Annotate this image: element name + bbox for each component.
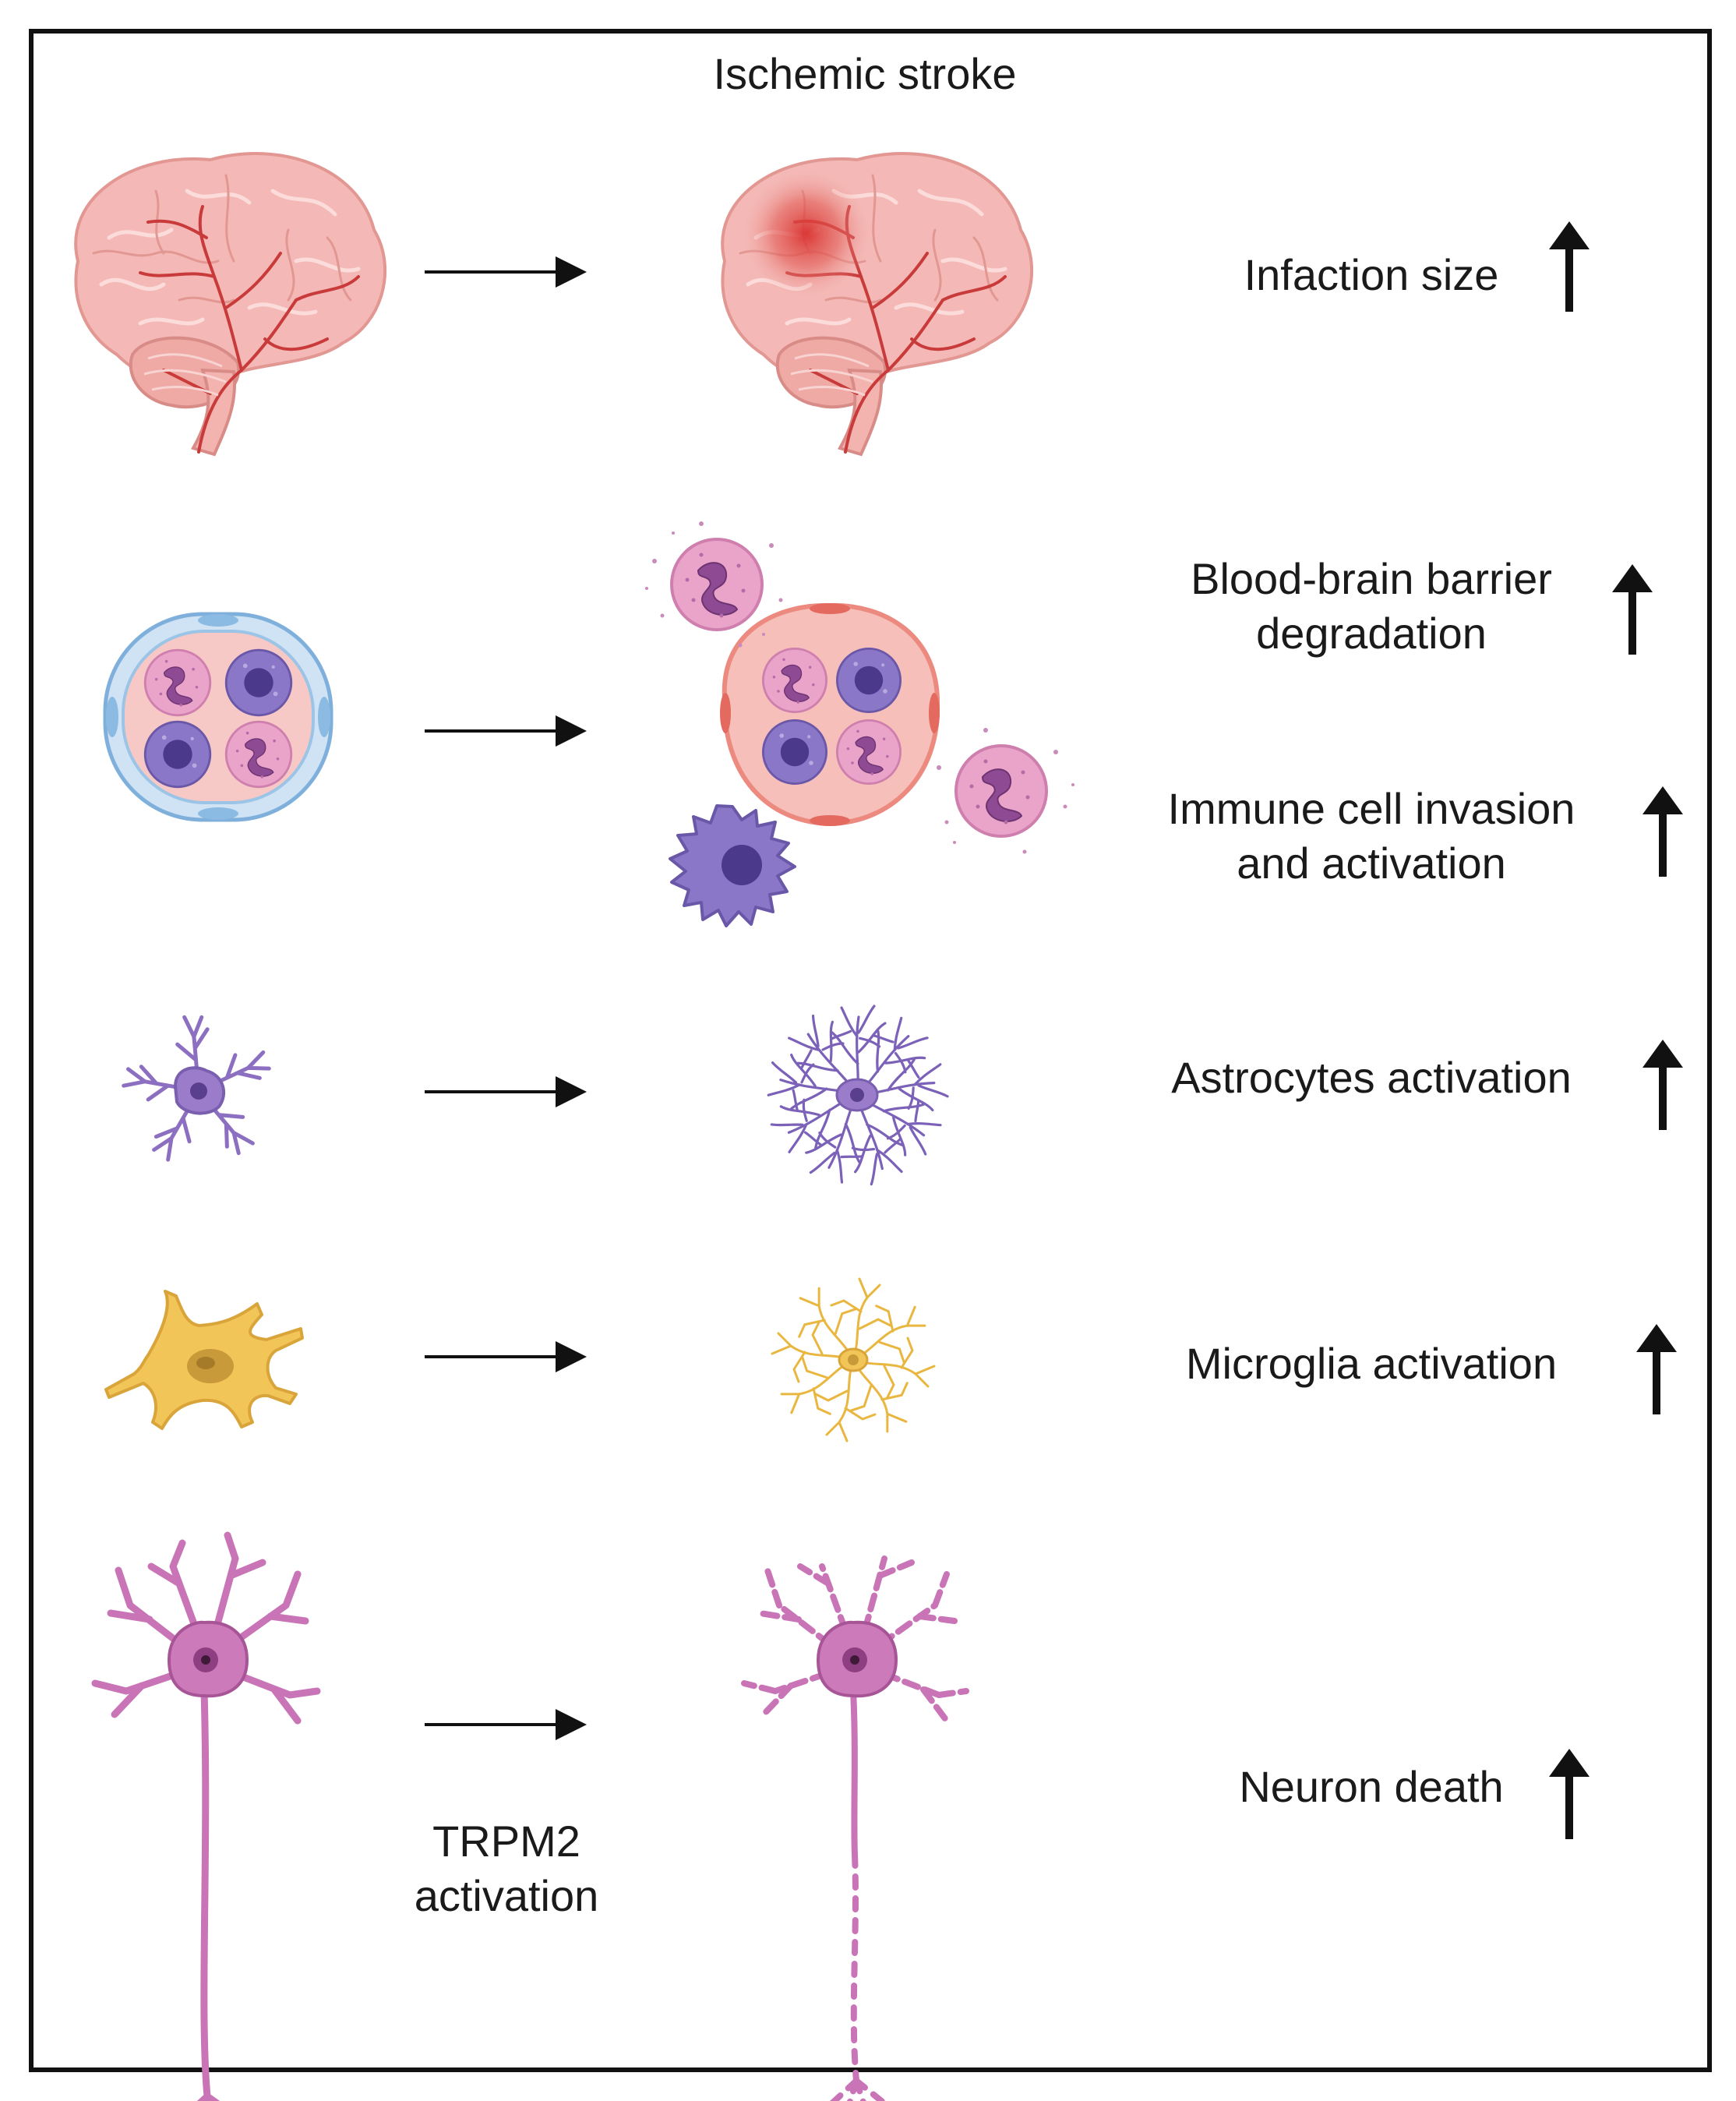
neutrophil-escaped-top-icon — [645, 521, 783, 648]
vessel-damaged-icon — [720, 602, 940, 827]
neuron-healthy-icon — [91, 1531, 321, 2101]
microglia-resting-icon — [104, 1290, 304, 1430]
up-arrow-icon — [1612, 564, 1653, 655]
neuron-dying-icon — [741, 1555, 969, 2101]
effect-label-bbb: Blood-brain barrier degradation — [1122, 552, 1621, 661]
neutrophil-escaped-right-icon — [937, 728, 1074, 854]
effect-label-bbb-line2: degradation — [1256, 609, 1487, 658]
astrocyte-resting-icon — [122, 1015, 273, 1164]
up-arrow-icon — [1642, 1040, 1683, 1130]
effect-label-neuron: Neuron death — [1239, 1762, 1504, 1811]
effect-label-bbb-line1: Blood-brain barrier — [1191, 554, 1552, 603]
brain-infarct-icon — [722, 154, 1032, 454]
effect-label-astrocytes: Astrocytes activation — [1171, 1053, 1572, 1102]
effect-label-infarction: Infaction size — [1244, 250, 1499, 299]
vessel-intact-icon — [103, 612, 333, 822]
macrophage-activated-icon — [669, 804, 796, 927]
brain-healthy-icon — [76, 154, 385, 454]
up-arrow-icon — [1636, 1324, 1677, 1414]
microglia-activated-icon — [768, 1275, 938, 1445]
trigger-label: TRPM2 activation — [358, 1814, 655, 1923]
trigger-label-line2: activation — [414, 1871, 599, 1920]
astrocyte-reactive-icon — [760, 1002, 953, 1192]
effect-label-immune-line1: Immune cell invasion — [1167, 784, 1575, 833]
effect-label-immune: Immune cell invasion and activation — [1122, 782, 1621, 891]
up-arrow-icon — [1549, 221, 1590, 312]
up-arrow-icon — [1642, 786, 1683, 877]
effect-label-immune-line2: and activation — [1237, 839, 1506, 888]
effect-label-microglia: Microglia activation — [1185, 1339, 1558, 1388]
trigger-label-line1: TRPM2 — [432, 1817, 580, 1866]
figure-title: Ischemic stroke — [713, 49, 1017, 98]
up-arrow-icon — [1549, 1749, 1590, 1839]
